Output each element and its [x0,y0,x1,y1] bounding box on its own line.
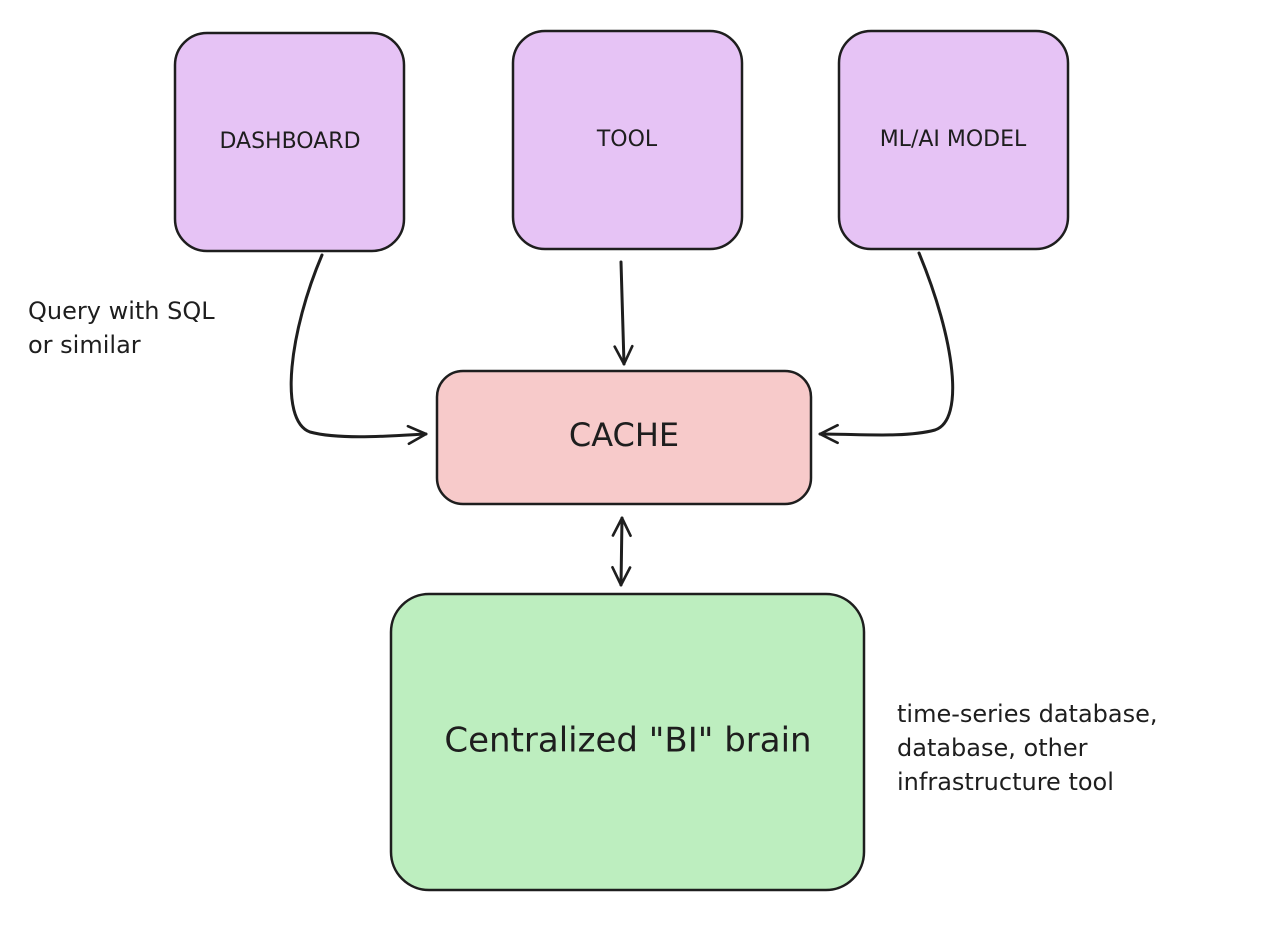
dashboard-node: DASHBOARD [173,31,406,253]
bi-brain-node: Centralized "BI" brain [389,592,866,892]
query-annotation: Query with SQL or similar [28,297,215,359]
arrow-dashboard-to-cache [289,253,428,446]
ml-ai-model-node: ML/AI MODEL [837,29,1070,251]
bi-brain-box [389,592,866,892]
ml-ai-model-label: ML/AI MODEL [880,127,1027,152]
arrow-tool-to-cache [613,260,634,366]
tool-node: TOOL [511,29,744,251]
cache-label: CACHE [569,416,679,454]
storage-annotation: time-series database, database, other in… [897,700,1158,796]
cache-box [435,369,813,506]
bi-brain-label: Centralized "BI" brain [444,721,811,761]
tool-label: TOOL [596,127,658,152]
arrow-cache-brain-bidirectional [611,516,632,587]
tool-box [511,29,744,251]
dashboard-label: DASHBOARD [219,129,360,154]
dashboard-box [173,31,406,253]
cache-node: CACHE [435,369,813,506]
ml-ai-model-box [837,29,1070,251]
arrow-model-to-cache [818,251,955,445]
